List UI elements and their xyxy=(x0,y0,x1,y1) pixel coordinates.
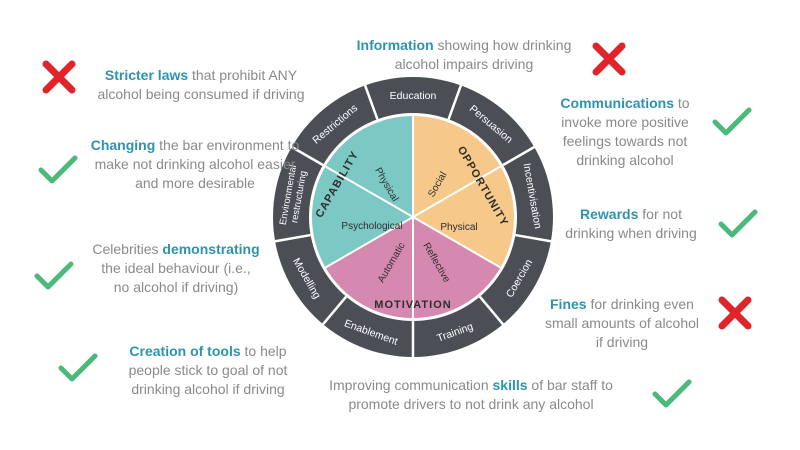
ring-dividers xyxy=(272,83,554,359)
motivation-label: MOTIVATION xyxy=(374,299,451,311)
intervention-changing-environment: Changing the bar environment to make not… xyxy=(90,137,300,191)
opportunity-sector xyxy=(413,115,515,268)
intervention-stricter-laws: Stricter laws that prohibit ANY alcohol … xyxy=(97,67,305,102)
intervention-communication-skills: Improving communication skills of bar st… xyxy=(329,377,613,412)
cross-icon xyxy=(42,60,76,94)
ring-divider xyxy=(320,295,348,327)
intervention-fines: Fines for drinking even small amounts of… xyxy=(544,296,700,350)
ring-divider xyxy=(502,144,537,167)
physical-opportunity-label: Physical xyxy=(440,222,477,233)
ring-divider xyxy=(447,83,463,120)
ring-divider xyxy=(515,233,554,243)
check-icon xyxy=(34,261,74,290)
capability-sector xyxy=(311,116,413,268)
intervention-communications: Communications to invoke more positive f… xyxy=(560,95,690,168)
ring-divider xyxy=(363,83,379,120)
check-icon xyxy=(652,379,692,408)
ring-divider xyxy=(478,295,506,327)
ring-divider xyxy=(289,144,324,167)
ring-label-education: Education xyxy=(390,90,437,102)
intervention-information: Information showing how drinking alcohol… xyxy=(356,37,572,72)
check-icon xyxy=(718,209,758,238)
cross-icon xyxy=(592,42,626,76)
intervention-creation-of-tools: Creation of tools to help people stick t… xyxy=(128,343,288,397)
intervention-rewards: Rewards for not drinking when driving xyxy=(565,206,697,241)
ring-divider xyxy=(272,233,311,243)
intervention-demonstrating: Celebrities demonstrating the ideal beha… xyxy=(92,241,260,295)
psychological-label: Psychological xyxy=(341,221,402,232)
check-icon xyxy=(38,155,78,184)
cross-icon xyxy=(718,296,752,330)
check-icon xyxy=(58,353,98,382)
check-icon xyxy=(712,107,752,136)
sector-dividers xyxy=(325,116,501,318)
